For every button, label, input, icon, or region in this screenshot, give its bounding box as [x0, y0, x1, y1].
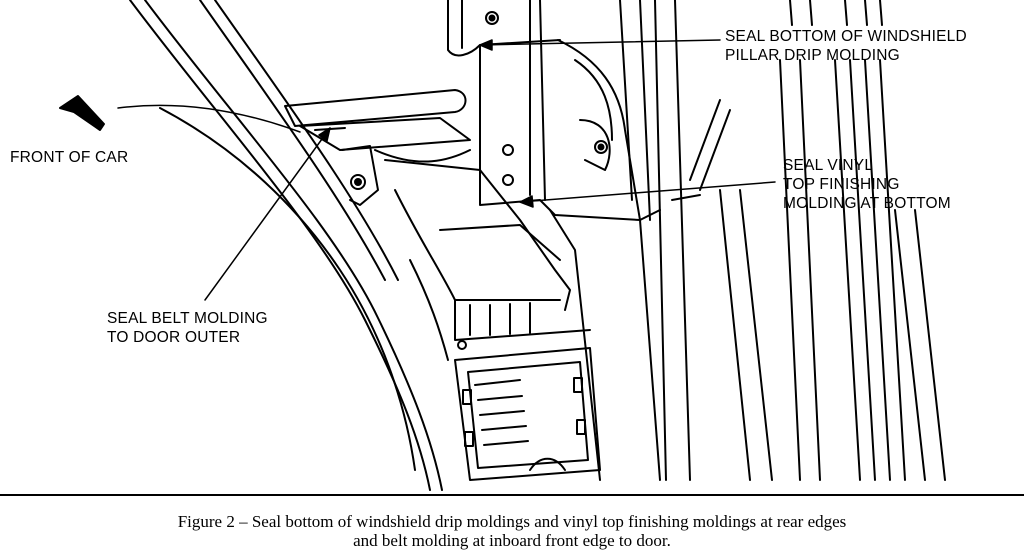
- caption-line1: Figure 2 – Seal bottom of windshield dri…: [177, 512, 847, 531]
- seal-vinyl-label-line3: MOLDING AT BOTTOM: [783, 195, 951, 212]
- vertical-moldings: [719, 0, 946, 481]
- pillar-plate: [447, 0, 661, 221]
- body-cavity: [384, 159, 591, 361]
- seal-vinyl-label-line2: TOP FINISHING: [783, 176, 900, 193]
- seal-bottom-label-line1: SEAL BOTTOM OF WINDSHIELD: [725, 28, 967, 45]
- door-frame-curves: [129, 0, 443, 491]
- caption-line2: and belt molding at inboard front edge t…: [353, 531, 671, 550]
- caption-divider: [0, 494, 1024, 496]
- car-pillar-illustration: [59, 0, 946, 491]
- lower-bracket: [454, 340, 601, 481]
- seal-belt-label-line2: TO DOOR OUTER: [107, 329, 241, 346]
- front-arrow: [59, 95, 301, 133]
- front-of-car-label: FRONT OF CAR: [10, 149, 129, 166]
- pillar-channels: [549, 0, 731, 481]
- leader-lines: [204, 39, 776, 301]
- figure-caption: Figure 2 – Seal bottom of windshield dri…: [0, 512, 1024, 550]
- seal-belt-label-line1: SEAL BELT MOLDING: [107, 310, 268, 327]
- seal-bottom-label-line2: PILLAR DRIP MOLDING: [725, 47, 900, 64]
- seal-vinyl-label-line1: SEAL VINYL: [783, 157, 874, 174]
- bracket: [341, 145, 471, 206]
